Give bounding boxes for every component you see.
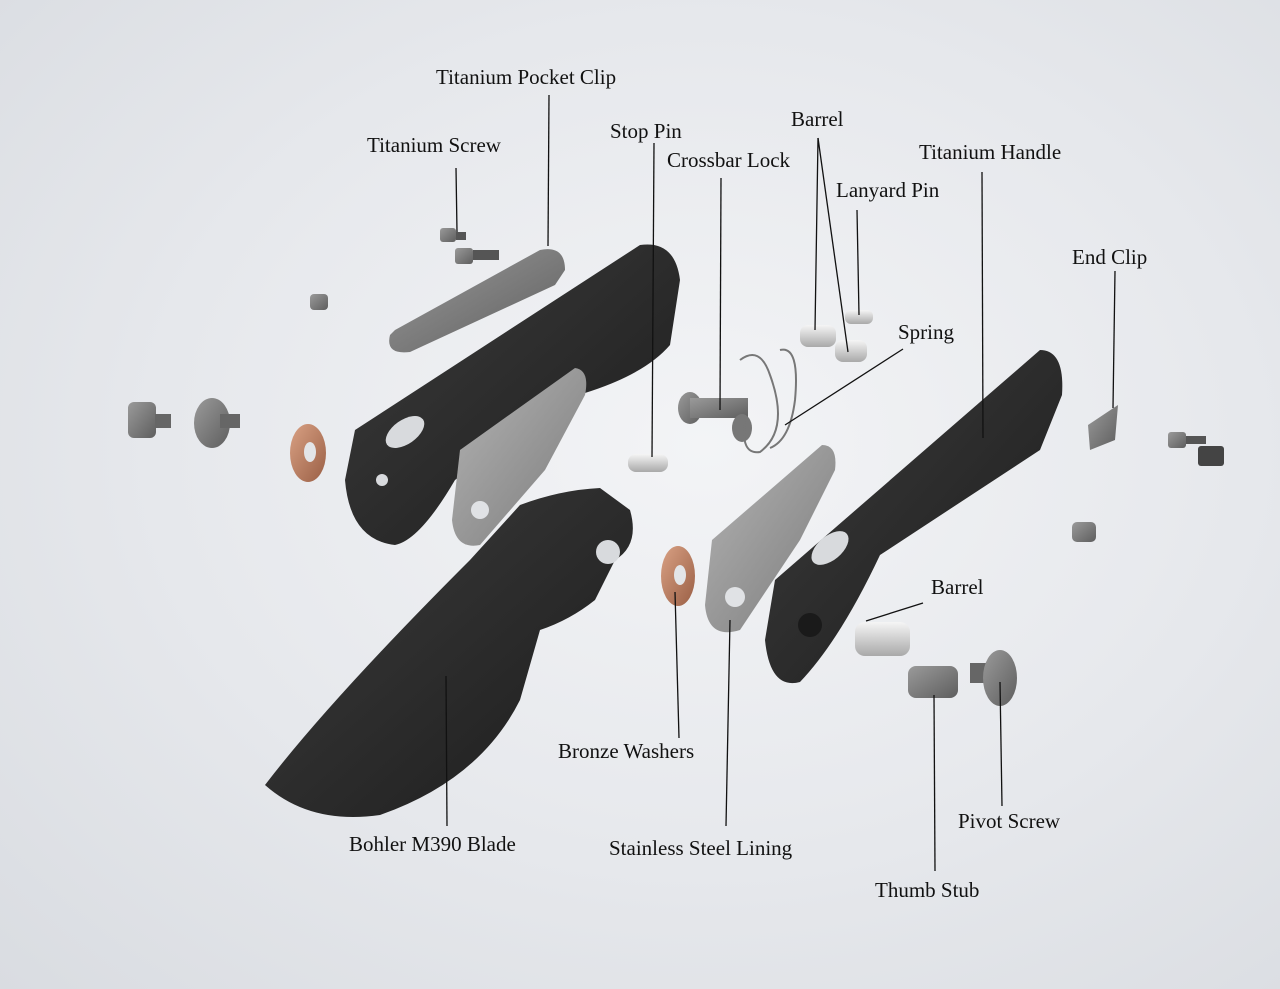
- right-handle-part: [765, 350, 1063, 684]
- label-thumb-stub: Thumb Stub: [875, 878, 980, 902]
- label-crossbar-lock: Crossbar Lock: [667, 148, 791, 172]
- label-titanium-handle: Titanium Handle: [919, 140, 1062, 164]
- end-clip-part: [1088, 405, 1118, 450]
- label-titanium-pocket-clip: Titanium Pocket Clip: [436, 65, 617, 89]
- spring-part: [739, 348, 797, 454]
- label-lanyard-pin: Lanyard Pin: [836, 178, 940, 202]
- pocket-clip-part: [389, 249, 565, 353]
- label-end-clip: End Clip: [1072, 245, 1148, 269]
- label-stop-pin: Stop Pin: [610, 119, 682, 143]
- end-screws-part: [1072, 432, 1224, 542]
- right-liner-part: [705, 445, 836, 633]
- stop-pin-part: [628, 454, 668, 472]
- label-stainless-lining: Stainless Steel Lining: [609, 836, 793, 860]
- label-spring: Spring: [898, 320, 955, 344]
- thumb-stub-part: [908, 666, 958, 698]
- label-bohler-blade: Bohler M390 Blade: [349, 832, 516, 856]
- barrels-top-part: [800, 310, 873, 362]
- left-pivot-parts: [128, 398, 240, 448]
- label-barrel-bottom: Barrel: [931, 575, 984, 599]
- leader-lines: [445, 94, 1116, 872]
- label-barrel-top: Barrel: [791, 107, 844, 131]
- label-titanium-screw: Titanium Screw: [367, 133, 501, 157]
- blade-part: [265, 488, 633, 817]
- crossbar-lock-part: [678, 392, 752, 442]
- barrel-bottom-part: [855, 622, 910, 656]
- pivot-screw-part: [970, 650, 1017, 706]
- left-handle-part: [345, 244, 680, 545]
- titanium-screws-part: [310, 228, 499, 310]
- left-liner-part: [452, 368, 587, 546]
- label-bronze-washers: Bronze Washers: [558, 739, 695, 763]
- label-pivot-screw: Pivot Screw: [958, 809, 1061, 833]
